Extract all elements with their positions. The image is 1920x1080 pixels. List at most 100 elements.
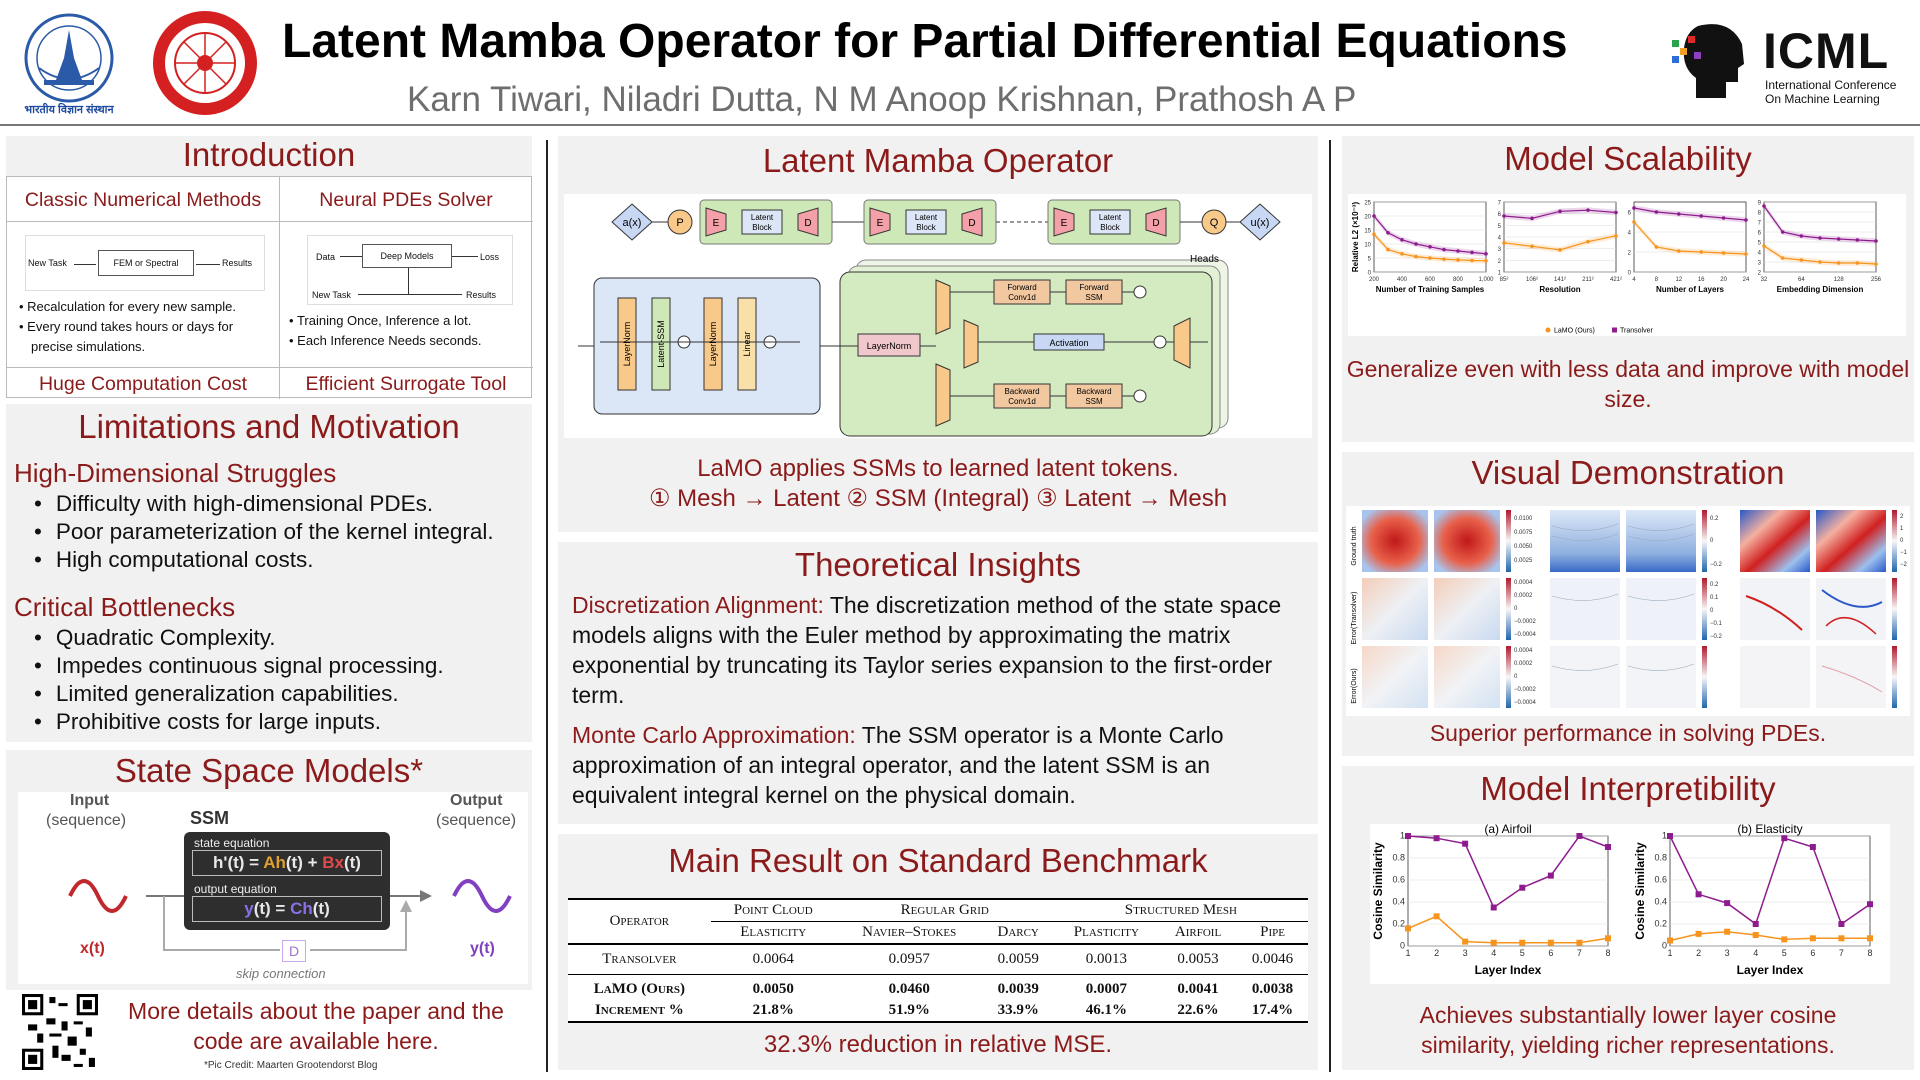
x-tick-label: 106² [1526, 277, 1538, 283]
cell: 0.0460 [888, 980, 930, 997]
cell: 0.0050 [752, 980, 794, 997]
state-eq-label: state equation [194, 836, 270, 850]
poster-authors: Karn Tiwari, Niladri Dutta, N M Anoop Kr… [407, 80, 1357, 119]
cb-tick: 2 [1900, 514, 1904, 520]
series-point [1490, 904, 1497, 911]
theory-para-1: Discretization Alignment: The discretiza… [572, 590, 1312, 710]
series-line [1633, 207, 1747, 221]
series-point [1667, 833, 1673, 839]
series-point [1400, 238, 1404, 242]
series-point [1762, 204, 1766, 208]
node-e3: E [1061, 218, 1068, 229]
x-tick-label: 1,000 [1478, 277, 1494, 283]
cell: 46.1% [1085, 1001, 1127, 1018]
cb-tick: 0.0002 [1514, 593, 1533, 599]
node-d1: D [804, 218, 811, 229]
y-tick-label: 15 [1364, 229, 1371, 235]
y-tick-label: 0.6 [1654, 875, 1667, 885]
row-name: Transolver [602, 950, 677, 967]
series-point [1433, 835, 1440, 842]
input-wave-icon [68, 879, 128, 913]
table-row: Transolver 0.0064 0.0957 0.0059 0.0013 0… [568, 944, 1308, 974]
node-p: P [676, 217, 683, 229]
list-item: High computational costs. [34, 546, 494, 574]
benchmark-table: Operator Point Cloud Regular Grid Struct… [568, 898, 1308, 1023]
series-point [1721, 216, 1726, 220]
cell: 51.9% [888, 1001, 930, 1018]
th-col: Plasticity [1073, 924, 1139, 940]
series-point [1744, 218, 1748, 222]
series-point [1442, 247, 1446, 252]
series-point [1456, 258, 1460, 262]
svg-text:Forward: Forward [1079, 283, 1108, 292]
svg-text:SSM: SSM [1085, 397, 1103, 406]
introduction-panel: Introduction Classic Numerical Methods N… [6, 136, 533, 399]
qr-code[interactable] [22, 994, 98, 1070]
visual-svg: Ground truth Error(Transolver) Error(Our… [1351, 510, 1908, 708]
cb-tick: 0 [1900, 538, 1904, 544]
th-group-pointcloud: Point Cloud [710, 899, 836, 922]
ssm-box: state equation h'(t) = Ah(t) + Bx(t) out… [184, 832, 390, 930]
series-point [1470, 258, 1474, 263]
visual-panel: Visual Demonstration [1342, 452, 1914, 756]
series-point [1699, 214, 1703, 218]
neural-results: Results [466, 290, 497, 300]
intro-col1-bullet: • Recalculation for every new sample. [19, 299, 236, 314]
series-point [1654, 245, 1659, 249]
series-point [1547, 939, 1554, 946]
series-point [1836, 237, 1841, 241]
series-point [1677, 249, 1681, 253]
cb-tick: 0.1 [1710, 595, 1719, 601]
x-tick-label: 200 [1369, 277, 1380, 283]
state-equation: h'(t) = Ah(t) + Bx(t) [192, 850, 382, 876]
skip-d-box: D [282, 940, 306, 962]
cb-tick: 0 [1710, 538, 1714, 544]
poster-title: Latent Mamba Operator for Partial Differ… [282, 15, 1568, 68]
series-point [1490, 939, 1497, 946]
series-point [1576, 939, 1583, 946]
y-axis-label: Relative L2 (×10⁻³) [1351, 202, 1360, 273]
th-group-regular: Regular Grid [835, 899, 1054, 922]
list-item: Quadratic Complexity. [34, 624, 444, 652]
series-point [1855, 238, 1860, 242]
neural-flow-diagram: Data Deep Models Loss New Task Results [307, 235, 513, 305]
series-point [1799, 234, 1804, 238]
row-label-gt: Ground truth [1351, 526, 1358, 565]
row-name: LaMO (Ours) [593, 980, 685, 997]
y-tick-label: 3 [1498, 247, 1502, 253]
cb-tick: −0.0004 [1514, 632, 1537, 638]
node-d2: D [968, 218, 975, 229]
det-layernorm: LayerNorm [867, 341, 912, 351]
x-tick-label: 8 [1605, 948, 1610, 958]
series-point [1586, 239, 1590, 244]
ssm-input-sub: (sequence) [46, 812, 127, 829]
series-point [1818, 236, 1822, 240]
cb-tick: 0 [1514, 674, 1518, 680]
series-point [1799, 258, 1804, 262]
cell: 17.4% [1251, 1001, 1294, 1018]
svg-text:Conv1d: Conv1d [1008, 293, 1036, 302]
x-tick-label: 5 [1782, 948, 1787, 958]
node-e2: E [877, 218, 884, 229]
cell: 0.0064 [752, 950, 794, 967]
node-u-x: u(x) [1251, 217, 1270, 229]
table-row: Increment % 21.8% 51.9% 33.9% 46.1% 22.6… [568, 1000, 1308, 1022]
cell: 0.0013 [1085, 950, 1127, 967]
series-point [1470, 250, 1474, 255]
x-tick-label: 12 [1675, 277, 1682, 283]
x-tick-label: 4 [1491, 948, 1496, 958]
series-point [1695, 930, 1702, 937]
x-tick-label: 8 [1655, 277, 1659, 283]
det-activation: Activation [1049, 338, 1088, 348]
x-tick-label: 8 [1867, 948, 1872, 958]
neural-arrow-c [358, 294, 462, 295]
y-tick-label: 5 [1758, 241, 1762, 247]
x-tick-label: 211² [1582, 277, 1594, 283]
output-wave-icon [452, 879, 512, 913]
row-label-err-t: Error(Transolver) [1351, 591, 1358, 644]
intro-col2-bullets: • Training Once, Inference a lot. • Each… [289, 311, 529, 351]
